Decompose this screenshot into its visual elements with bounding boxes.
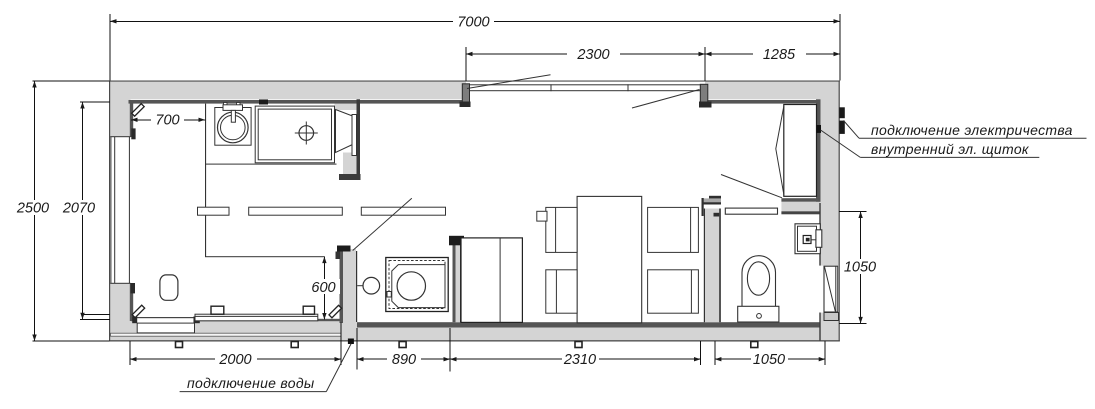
svg-text:подключение электричества: подключение электричества [871, 122, 1073, 138]
svg-text:1285: 1285 [763, 47, 796, 63]
svg-text:2310: 2310 [563, 352, 596, 368]
svg-text:600: 600 [311, 280, 335, 296]
svg-text:2300: 2300 [576, 47, 609, 63]
svg-text:2000: 2000 [218, 352, 251, 368]
svg-text:внутренний эл. щиток: внутренний эл. щиток [871, 141, 1030, 157]
svg-text:700: 700 [155, 113, 179, 129]
svg-text:подключение воды: подключение воды [187, 375, 315, 391]
svg-text:1050: 1050 [753, 352, 785, 368]
svg-text:1050: 1050 [844, 259, 876, 275]
svg-text:2500: 2500 [16, 201, 49, 217]
svg-text:7000: 7000 [457, 14, 489, 30]
svg-text:890: 890 [392, 352, 416, 368]
svg-text:2070: 2070 [62, 201, 95, 217]
